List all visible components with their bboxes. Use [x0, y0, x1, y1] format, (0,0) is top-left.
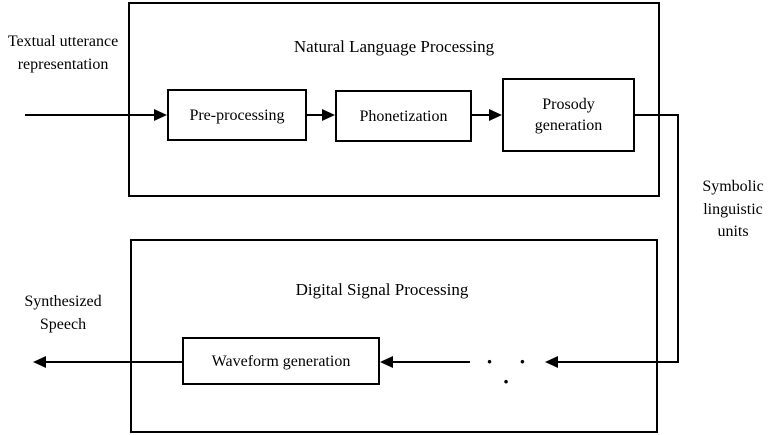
output-arrow-line — [40, 361, 182, 363]
dsp-container-box — [130, 239, 658, 433]
phonetization-to-prosody-line — [472, 114, 489, 116]
prosody-generation-box: Prosody generation — [502, 78, 635, 152]
input-arrowhead-icon — [154, 109, 167, 121]
pre-processing-box: Pre-processing — [167, 89, 307, 141]
dots-to-waveform-line — [390, 361, 470, 363]
dsp-title: Digital Signal Processing — [295, 280, 469, 299]
ellipsis-dots: · · · — [485, 349, 537, 394]
waveform-generation-label: Waveform generation — [211, 352, 351, 370]
output-arrowhead-icon — [33, 356, 46, 368]
prosody-generation-label: Prosody generation — [534, 96, 603, 134]
pre-processing-label: Pre-processing — [189, 106, 285, 124]
connector-into-dsp-line — [552, 361, 679, 363]
output-label: Synthesized Speech — [24, 293, 102, 333]
waveform-generation-box: Waveform generation — [182, 337, 380, 385]
pre-to-phonetization-line — [307, 114, 324, 116]
pre-to-phonetization-arrowhead-icon — [322, 109, 335, 121]
dots-to-waveform-arrowhead-icon — [380, 356, 393, 368]
nlp-container-box — [128, 2, 660, 197]
input-label: Textual utterance representation — [7, 33, 119, 73]
input-arrow-line — [25, 114, 156, 116]
phonetization-to-prosody-arrowhead-icon — [489, 109, 502, 121]
phonetization-label: Phonetization — [359, 107, 448, 125]
symbolic-units-connector-line — [677, 114, 679, 363]
phonetization-box: Phonetization — [335, 90, 472, 142]
prosody-exit-line — [635, 114, 679, 116]
symbolic-units-label: Symbolic linguistic units — [702, 178, 764, 240]
nlp-title: Natural Language Processing — [293, 37, 495, 56]
connector-into-dsp-arrowhead-icon — [545, 356, 558, 368]
